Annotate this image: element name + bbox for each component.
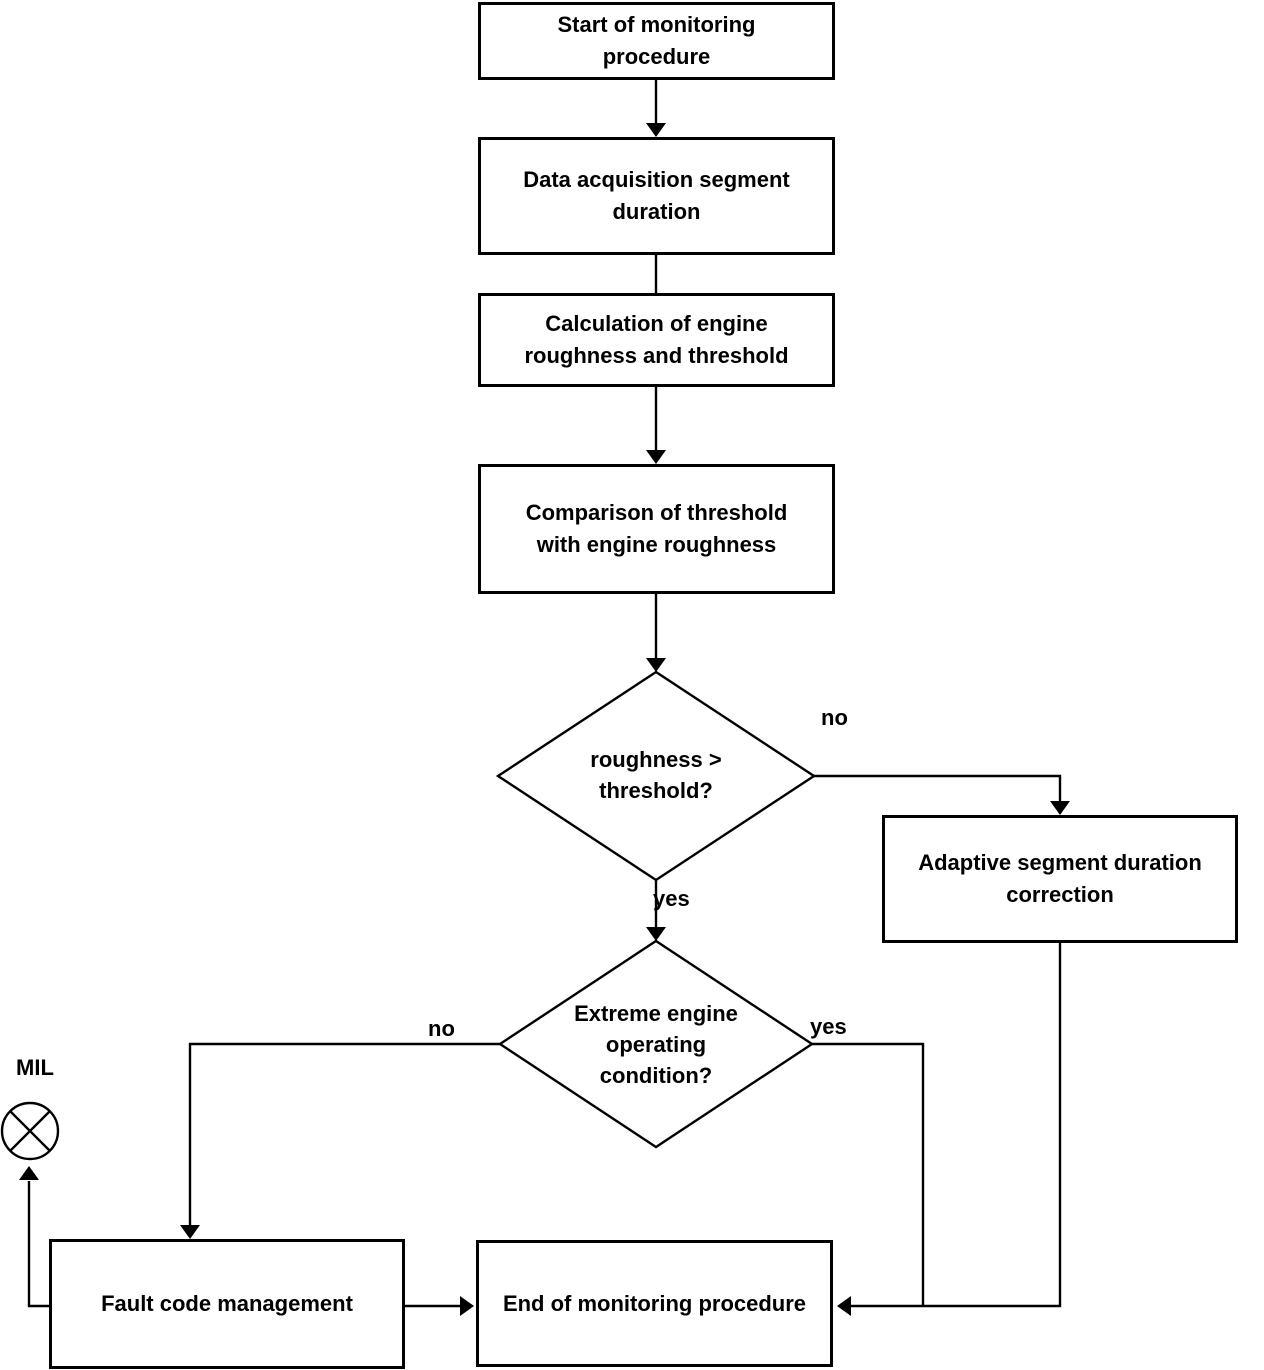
calculation-node: Calculation of engine roughness and thre… <box>478 293 835 387</box>
edge-extreme-no-to-fault-code <box>180 1042 500 1239</box>
edge-fault-code-to-end <box>405 1296 474 1316</box>
adaptive-correction-node: Adaptive segment duration correction <box>882 815 1238 943</box>
edge-fault-code-to-mil <box>19 1166 49 1308</box>
comparison-node: Comparison of threshold with engine roug… <box>478 464 835 594</box>
extreme-yes-label: yes <box>810 1014 847 1039</box>
mil-label: MIL <box>16 1055 54 1080</box>
extreme-no-label: no <box>428 1016 455 1041</box>
extreme-decision-diamond <box>497 939 815 1149</box>
edge-roughness-no-to-adaptive <box>814 774 1070 815</box>
start-node: Start of monitoring procedure <box>478 2 835 80</box>
edge-calculation-to-comparison <box>646 387 666 464</box>
edge-start-to-acquisition <box>646 80 666 137</box>
extreme-decision-label: Extreme engine operating condition? <box>574 1001 738 1089</box>
roughness-no-label: no <box>821 705 848 730</box>
edge-adaptive-to-end <box>837 943 1062 1316</box>
edge-roughness-yes-to-extreme-decision <box>646 880 666 941</box>
edge-comparison-to-roughness-decision <box>646 594 666 672</box>
data-acquisition-node: Data acquisition segment duration <box>478 137 835 255</box>
roughness-yes-label: yes <box>653 886 690 911</box>
roughness-decision-label: roughness > threshold? <box>590 747 722 804</box>
mil-lamp-icon <box>0 1101 60 1161</box>
end-node: End of monitoring procedure <box>476 1240 833 1367</box>
fault-code-node: Fault code management <box>49 1239 405 1369</box>
edge-extreme-yes-to-end <box>812 1042 925 1306</box>
